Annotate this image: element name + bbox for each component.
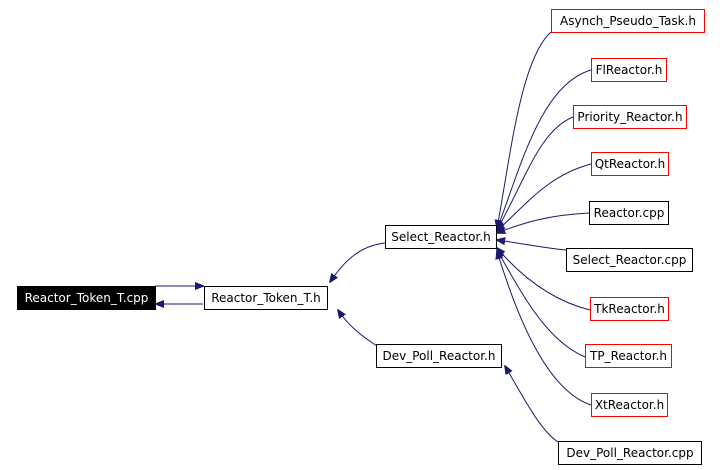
node-label: QtReactor.h (594, 157, 666, 171)
node-dev-poll-reactor-h[interactable]: Dev_Poll_Reactor.h (376, 344, 502, 368)
node-label: Priority_Reactor.h (577, 110, 683, 124)
edge-priority-to-select-h (497, 116, 574, 230)
node-label: Asynch_Pseudo_Task.h (560, 14, 696, 28)
node-xtreactor-h[interactable]: XtReactor.h (591, 393, 668, 417)
node-qtreactor-h[interactable]: QtReactor.h (591, 152, 669, 176)
node-label: Dev_Poll_Reactor.h (382, 349, 496, 363)
node-dev-poll-reactor-cpp[interactable]: Dev_Poll_Reactor.cpp (558, 441, 702, 465)
node-label: FlReactor.h (595, 63, 663, 77)
node-label: Select_Reactor.cpp (572, 253, 687, 267)
node-label: TP_Reactor.h (590, 349, 667, 363)
node-label: TkReactor.h (594, 302, 665, 316)
node-asynch-pseudo-task-h[interactable]: Asynch_Pseudo_Task.h (551, 9, 705, 33)
node-tp-reactor-h[interactable]: TP_Reactor.h (585, 344, 672, 368)
node-reactor-token-t-cpp: Reactor_Token_T.cpp (17, 286, 156, 310)
node-label: Reactor.cpp (593, 206, 665, 220)
node-label: XtReactor.h (594, 398, 665, 412)
node-flreactor-h[interactable]: FlReactor.h (591, 58, 667, 82)
edge-devpoll-h-to-token-h (338, 310, 378, 347)
node-select-reactor-cpp[interactable]: Select_Reactor.cpp (566, 248, 693, 272)
edge-tp-reactor-to-select-h (497, 250, 586, 358)
node-label: Select_Reactor.h (391, 230, 491, 244)
node-reactor-cpp[interactable]: Reactor.cpp (589, 201, 669, 225)
node-priority-reactor-h[interactable]: Priority_Reactor.h (573, 105, 687, 129)
edge-select-h-to-token-h (330, 242, 386, 282)
node-select-reactor-h[interactable]: Select_Reactor.h (385, 225, 497, 249)
edge-select-cpp-to-select-h (497, 240, 567, 251)
edge-flreactor-to-select-h (497, 69, 592, 229)
node-label: Dev_Poll_Reactor.cpp (566, 446, 694, 460)
node-label: Reactor_Token_T.cpp (24, 291, 149, 305)
edge-asynch-to-select-h (497, 31, 552, 228)
edge-devpoll-cpp-to-devpoll-h (505, 366, 559, 443)
node-reactor-token-t-h[interactable]: Reactor_Token_T.h (204, 286, 328, 310)
edge-reactor-cpp-to-select-h (497, 212, 590, 233)
edge-qtreactor-to-select-h (497, 163, 592, 231)
node-label: Reactor_Token_T.h (211, 291, 321, 305)
node-tkreactor-h[interactable]: TkReactor.h (590, 297, 669, 321)
edge-xtreactor-to-select-h (497, 251, 592, 406)
